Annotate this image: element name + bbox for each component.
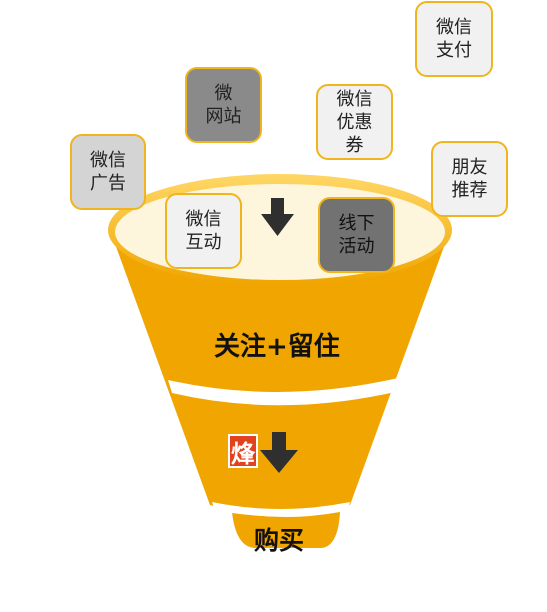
box-text: 朋友	[451, 157, 488, 178]
box-text: 推荐	[451, 180, 488, 201]
box-text: 微信	[436, 17, 472, 38]
funnel-band-lower	[212, 502, 350, 517]
box-text: 券	[345, 134, 364, 156]
funnel-band	[168, 378, 398, 406]
offline-activity-box: 线下活动	[318, 197, 395, 273]
wechat-pay-box: 微信支付	[415, 1, 493, 77]
box-text: 优惠	[336, 111, 373, 133]
stage-follow-retain-label: 关注+留住	[214, 332, 340, 362]
box-text: 活动	[338, 236, 375, 257]
box-text: 微	[214, 83, 233, 104]
coupon-box: 微信优惠券	[316, 84, 393, 160]
box-text: 广告	[90, 173, 126, 194]
box-text: 线下	[338, 213, 375, 234]
wechat-ad-box: 微信广告	[70, 134, 146, 210]
stage-purchase-label: 购买	[254, 526, 305, 555]
box-text: 互动	[185, 232, 222, 253]
stamp-logo: 烽	[228, 434, 258, 468]
funnel-spout	[232, 512, 340, 548]
funnel-body	[110, 230, 450, 513]
box-text: 微信	[185, 209, 222, 230]
micro-site-box: 微网站	[185, 67, 262, 143]
down-arrow-middle	[260, 432, 298, 473]
down-arrow-top	[261, 198, 294, 236]
box-text: 微信	[336, 88, 373, 110]
box-text: 支付	[436, 40, 472, 61]
interaction-box: 微信互动	[165, 193, 242, 269]
box-text: 网站	[205, 106, 242, 127]
friend-recommend-box: 朋友推荐	[431, 141, 508, 217]
box-text: 微信	[90, 150, 126, 171]
